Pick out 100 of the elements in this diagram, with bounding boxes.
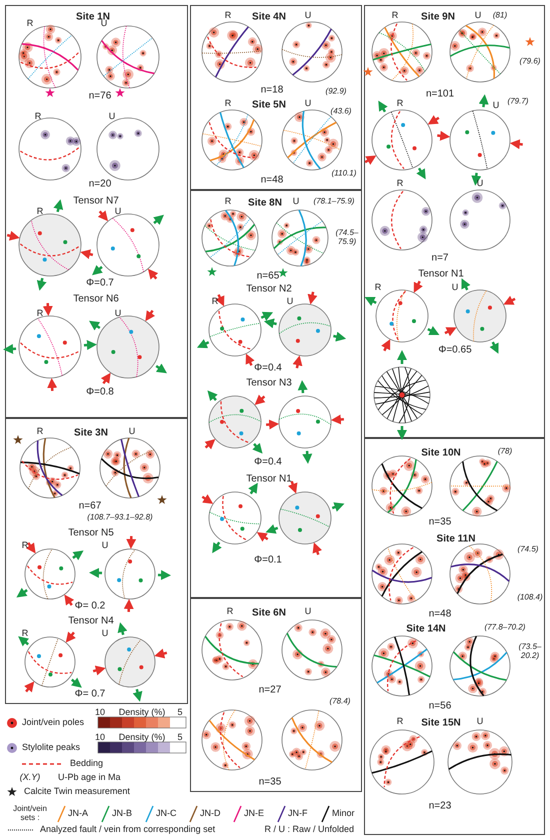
site-heading: Site 9N: [421, 12, 455, 22]
site-heading: Site 10N: [421, 448, 461, 458]
sample-count: n=35: [428, 516, 452, 528]
site-heading: Site 4N: [252, 12, 286, 22]
tensor-heading: Tensor N3: [246, 378, 292, 388]
panel-label: R: [374, 283, 382, 293]
site-panel: [5, 5, 188, 418]
sample-count: n=35: [258, 776, 282, 788]
age-label: (108.4): [517, 594, 543, 602]
panel-label: U: [452, 283, 458, 293]
site-heading: Site 11N: [436, 534, 476, 544]
sample-count: n=67: [78, 500, 102, 512]
site-panel: [364, 5, 545, 438]
panel-label: U: [476, 179, 484, 189]
sample-count: n=48: [428, 608, 452, 620]
site-heading: Site 8N: [248, 198, 282, 208]
colorbar-title: Density (%): [118, 708, 166, 718]
stress-ratio-label: Φ= 0.7: [74, 688, 106, 700]
panel-label: R: [212, 297, 218, 307]
legend-text: JN-F: [288, 809, 308, 819]
site-panel: [364, 438, 545, 835]
tensor-heading: Tensor N4: [68, 616, 114, 626]
legend-text: JN-A: [68, 809, 88, 819]
colorbar-title: Density (%): [118, 733, 166, 743]
colorbar-tick: 5: [178, 708, 182, 718]
colorbar-tick: 10: [95, 733, 105, 743]
age-label: (108.7–93.1–92.8): [87, 514, 153, 522]
stress-ratio-label: Φ=0.7: [86, 278, 114, 288]
site-panel: [190, 190, 362, 598]
age-notation-sample: (X.Y): [20, 773, 40, 783]
sample-count: n=18: [260, 84, 284, 96]
age-label: (74.5): [518, 546, 538, 554]
legend-text: Minor: [332, 809, 355, 819]
panel-label: U: [100, 19, 108, 29]
sample-count: n=56: [428, 700, 452, 712]
sample-count: n=27: [258, 684, 282, 696]
site-panel: [190, 5, 362, 190]
panel-label: R: [36, 427, 44, 437]
tensor-heading: Tensor N6: [73, 294, 119, 304]
sample-count: n=7: [432, 252, 448, 264]
colorbar-tick: 5: [178, 733, 182, 743]
legend-text: Analyzed fault / vein from corresponding set: [40, 825, 216, 835]
stress-ratio-label: Φ=0.8: [86, 386, 114, 398]
panel-label: U: [114, 309, 122, 319]
legend-text: JN-C: [156, 809, 176, 819]
panel-label: R: [22, 629, 28, 639]
panel-label: U: [102, 541, 108, 551]
panel-label: U: [292, 197, 300, 207]
panel-label: R: [34, 112, 42, 122]
legend-text: Joint/vein poles: [22, 718, 84, 728]
site-heading: Site 15N: [421, 718, 461, 728]
legend-heading: Joint/vein sets :: [12, 805, 48, 823]
tensor-heading: Tensor N1: [246, 474, 292, 484]
panel-label: U: [128, 427, 136, 437]
panel-label: R: [36, 309, 44, 319]
age-label: (110.1): [332, 170, 356, 178]
legend-text: Stylolite peaks: [22, 743, 80, 753]
tensor-heading: Tensor N2: [246, 284, 292, 294]
age-label: (92.9): [326, 88, 346, 96]
age-label: (43.6): [330, 108, 352, 116]
legend-text: JN-E: [244, 809, 264, 819]
panel-label: U: [304, 607, 312, 617]
legend-text: U-Pb age in Ma: [58, 773, 121, 783]
sample-count: n=101: [426, 88, 454, 100]
stress-ratio-label: Φ= 0.2: [74, 600, 106, 612]
stress-ratio-label: Φ=0.65: [438, 344, 472, 356]
age-label: (77.8–70.2): [484, 624, 526, 632]
sample-count: n=76: [88, 90, 112, 102]
panel-label: U: [474, 11, 482, 21]
site-panel: [5, 418, 188, 704]
sample-count: n=20: [88, 178, 112, 190]
legend-text: Bedding: [70, 759, 104, 769]
age-label: (74.5– 75.9): [334, 229, 360, 247]
panel-label: R: [36, 207, 44, 217]
panel-label: U: [286, 297, 294, 307]
panel-label: R: [22, 541, 28, 551]
panel-label: R: [396, 717, 404, 727]
age-label: (78): [498, 448, 512, 456]
panel-label: U: [102, 629, 108, 639]
age-label: (79.6): [520, 58, 540, 66]
site-heading: Site 5N: [252, 100, 286, 110]
site-heading: Site 3N: [74, 428, 108, 438]
legend-text: JN-D: [200, 809, 220, 819]
panel-label: R: [224, 99, 232, 109]
sample-count: n=65: [256, 270, 280, 282]
panel-label: U: [114, 207, 122, 217]
stress-ratio-label: Φ=0.4: [254, 456, 282, 468]
panel-label: R: [396, 99, 404, 109]
panel-label: U: [476, 717, 484, 727]
sample-count: n=23: [428, 800, 452, 812]
age-label: (73.5– 20.2): [518, 643, 542, 661]
age-label: (78.4): [330, 698, 350, 706]
stress-ratio-label: Φ=0.4: [254, 362, 282, 374]
tensor-heading: Tensor N7: [73, 196, 119, 206]
panel-label: U: [492, 101, 500, 111]
colorbar-tick: 10: [95, 708, 105, 718]
age-label: (78.1–75.9): [314, 198, 354, 206]
site-panel: [190, 598, 362, 792]
site-heading: Site 6N: [252, 608, 286, 618]
panel-label: R: [224, 11, 232, 21]
